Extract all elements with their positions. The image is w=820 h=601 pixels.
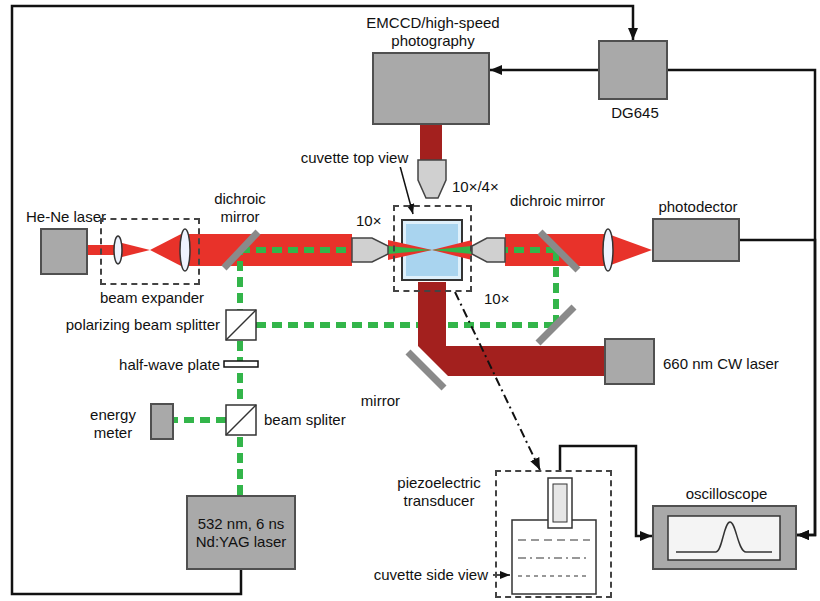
objective-label: 10×/4× — [452, 178, 499, 196]
mirror-label: dichroic mirror — [510, 192, 605, 210]
component-label: cuvette side view — [374, 566, 488, 584]
beam-expander-frame: beam expander — [100, 218, 200, 285]
liquid-level — [518, 539, 590, 541]
liquid-level — [518, 557, 590, 559]
laser-beam — [185, 234, 352, 266]
cuvette-side — [512, 520, 596, 594]
trigger-wire — [490, 69, 598, 72]
dichroic-mirror — [224, 232, 258, 268]
mirror-label: dichroic mirror — [200, 190, 280, 226]
delay-generator-box: DG645 — [598, 40, 668, 100]
component-heading: 660 nm CW laser — [663, 355, 779, 373]
pump-beam — [237, 250, 243, 495]
objective-lens — [418, 160, 446, 198]
component-label: mirror — [361, 392, 400, 410]
wave-plate — [224, 361, 258, 367]
component-heading: DG645 — [611, 104, 659, 122]
laser-beam — [608, 234, 652, 266]
signal-wire — [560, 446, 652, 536]
lens — [603, 229, 613, 271]
camera-box: EMCCD/high-speed photography — [372, 52, 490, 125]
component-label: half-wave plate — [119, 356, 220, 374]
objective-label: 10× — [484, 290, 509, 308]
laser-beam — [432, 240, 472, 260]
component-label: beam spliter — [264, 411, 346, 429]
component-heading: cuvette top view — [299, 149, 411, 167]
pump-beam — [432, 246, 472, 254]
pump-beam — [240, 247, 352, 253]
oscilloscope-box: oscilloscope — [652, 505, 797, 570]
objective-label: 10× — [356, 212, 381, 230]
laser-box: 660 nm CW laser — [604, 338, 655, 385]
dichroic-mirror — [540, 232, 578, 270]
detector-box: photodector — [652, 218, 740, 262]
beam-splitter-cube — [226, 310, 256, 340]
laser-box: 532 nm, 6 ns Nd:YAG laser — [186, 495, 296, 570]
lens — [180, 229, 190, 271]
pump-beam — [174, 417, 226, 423]
lens — [114, 236, 122, 264]
component-heading: beam expander — [100, 289, 204, 307]
component-heading: EMCCD/high-speed photography — [358, 14, 508, 50]
imaging-beam — [420, 125, 442, 162]
pump-beam — [553, 250, 559, 325]
transducer-symbol — [553, 484, 567, 522]
pump-beam — [505, 247, 556, 253]
liquid-level — [518, 575, 590, 577]
box-label: 532 nm, 6 ns Nd:YAG laser — [191, 515, 291, 551]
objective-lens — [472, 238, 505, 262]
energy-meter-box: energy meter — [150, 403, 174, 440]
transducer-symbol — [548, 478, 572, 528]
signal-wire — [668, 70, 815, 535]
laser-beam — [118, 242, 150, 258]
component-heading: piezoelectric transducer — [389, 474, 489, 510]
pump-beam — [256, 322, 556, 328]
objective-lens — [352, 238, 388, 262]
signal-trace — [676, 522, 772, 552]
component-heading: oscilloscope — [686, 485, 768, 503]
mirror-symbol — [538, 307, 574, 343]
component-heading: energy meter — [82, 406, 144, 442]
mirror-symbol — [408, 352, 444, 388]
beam-splitter-cube — [226, 405, 256, 435]
component-heading: He-Ne laser — [26, 208, 106, 226]
transducer-frame: piezoelectric transducer — [495, 470, 612, 598]
cuvette-frame: cuvette top view — [393, 205, 472, 292]
trigger-wire — [12, 6, 633, 594]
beam-splitter-cube — [226, 405, 256, 435]
view-pointer — [455, 292, 540, 470]
component-heading: photodector — [658, 198, 737, 216]
beam-splitter-cube — [226, 310, 256, 340]
oscilloscope-screen — [668, 516, 780, 560]
component-label: polarizing beam splitter — [66, 316, 220, 334]
laser-box: He-Ne laser — [40, 228, 88, 275]
illumination-beam — [418, 282, 604, 376]
